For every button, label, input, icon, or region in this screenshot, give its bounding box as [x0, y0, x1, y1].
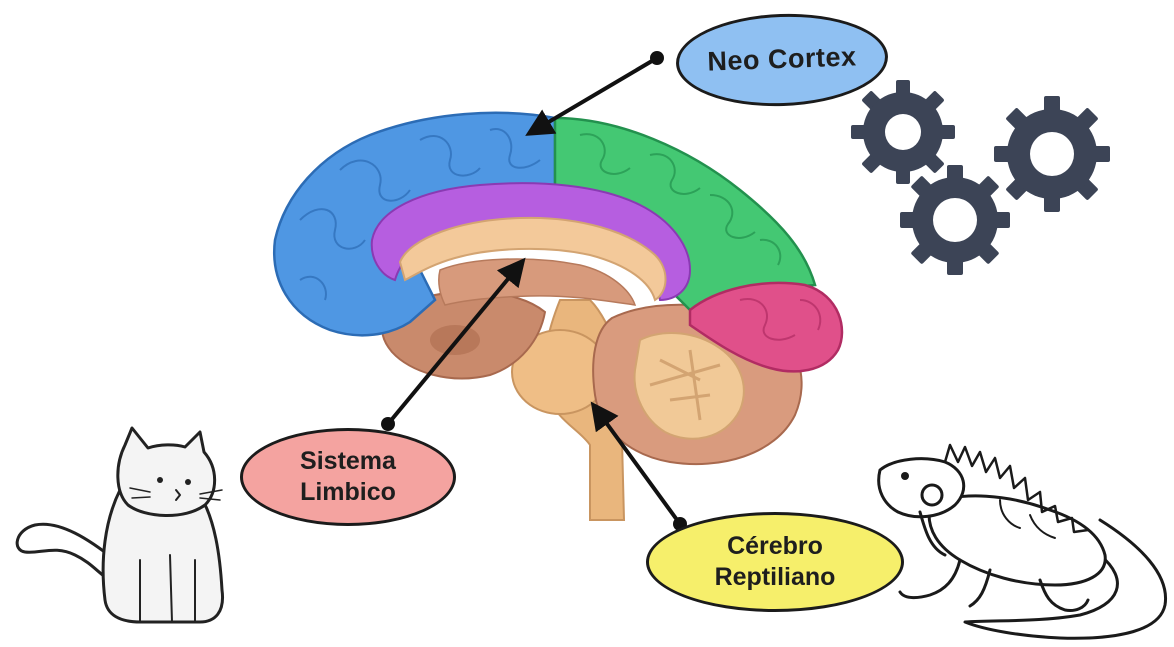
- limbico-line2: Limbico: [300, 477, 396, 508]
- reptilian-brain-label: Cérebro Reptiliano: [646, 512, 904, 612]
- gear-icon: [851, 80, 955, 184]
- limbico-line1: Sistema: [300, 446, 396, 477]
- gear-icon: [994, 96, 1110, 212]
- neocortex-text: Neo Cortex: [707, 41, 857, 80]
- reptiliano-line2: Reptiliano: [715, 562, 836, 593]
- cat-icon: [17, 428, 222, 622]
- iguana-icon: [879, 445, 1166, 638]
- gear-icon: [900, 165, 1010, 275]
- limbic-system-label: Sistema Limbico: [240, 428, 456, 526]
- reptiliano-line1: Cérebro: [727, 531, 823, 562]
